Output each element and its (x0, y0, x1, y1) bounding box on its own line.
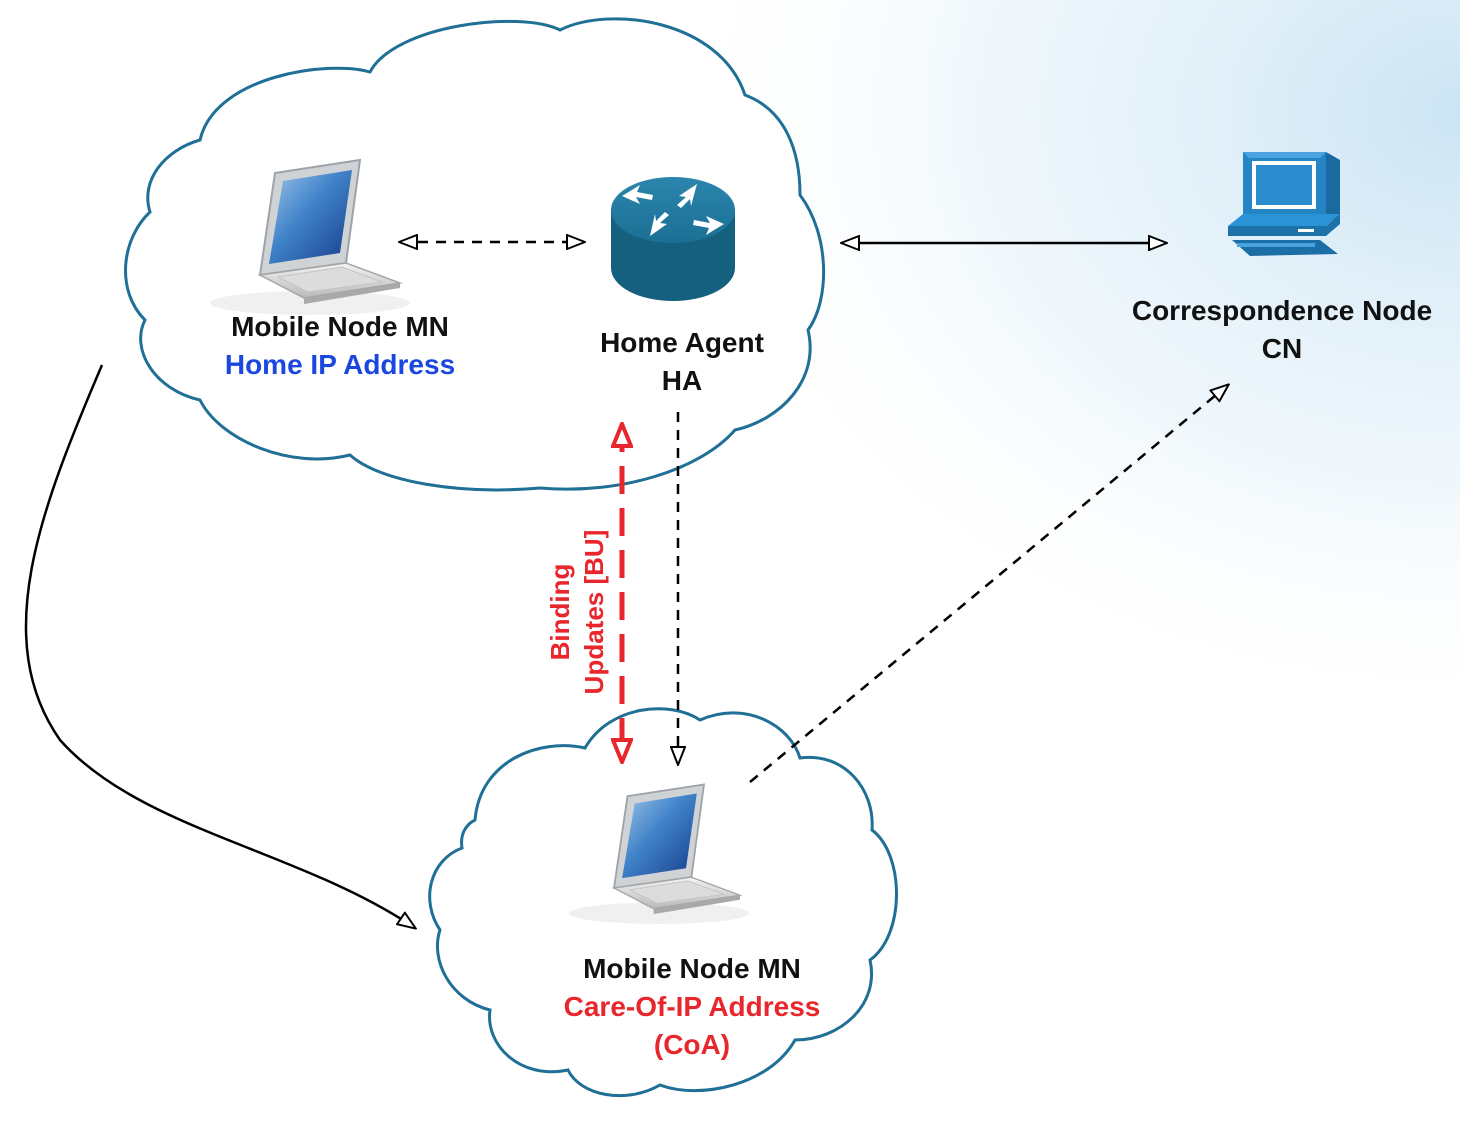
coa-abbrev: (CoA) (653, 1029, 731, 1060)
binding-updates-line2: Updates [BU] (579, 529, 609, 695)
mn-movement-path (24, 364, 415, 928)
ha-title: Home Agent (600, 327, 764, 358)
mn-home-title: Mobile Node MN (231, 311, 449, 342)
care-of-ip-address: Care-Of-IP Address (563, 991, 821, 1022)
coa-to-cn-route (749, 385, 1228, 783)
ha-abbrev: HA (661, 365, 703, 396)
laptop-icon (569, 783, 749, 924)
home-ip-address: Home IP Address (224, 349, 456, 380)
cn-label: Correspondence Node CN (1100, 292, 1460, 368)
ha-label: Home Agent HA (572, 324, 792, 400)
desktop-computer-icon (1228, 152, 1340, 256)
cn-title: Correspondence Node (1131, 295, 1433, 326)
mn-foreign-title: Mobile Node MN (583, 953, 801, 984)
router-icon (611, 177, 735, 301)
binding-updates-line1: Binding (545, 563, 575, 661)
cn-abbrev: CN (1261, 333, 1303, 364)
laptop-icon (210, 158, 410, 315)
home-network-cloud (124, 17, 826, 492)
mn-foreign-label: Mobile Node MN Care-Of-IP Address (CoA) (527, 950, 857, 1064)
mn-home-label: Mobile Node MN Home IP Address (200, 308, 480, 384)
binding-updates-label: Binding Updates [BU] (543, 530, 611, 695)
